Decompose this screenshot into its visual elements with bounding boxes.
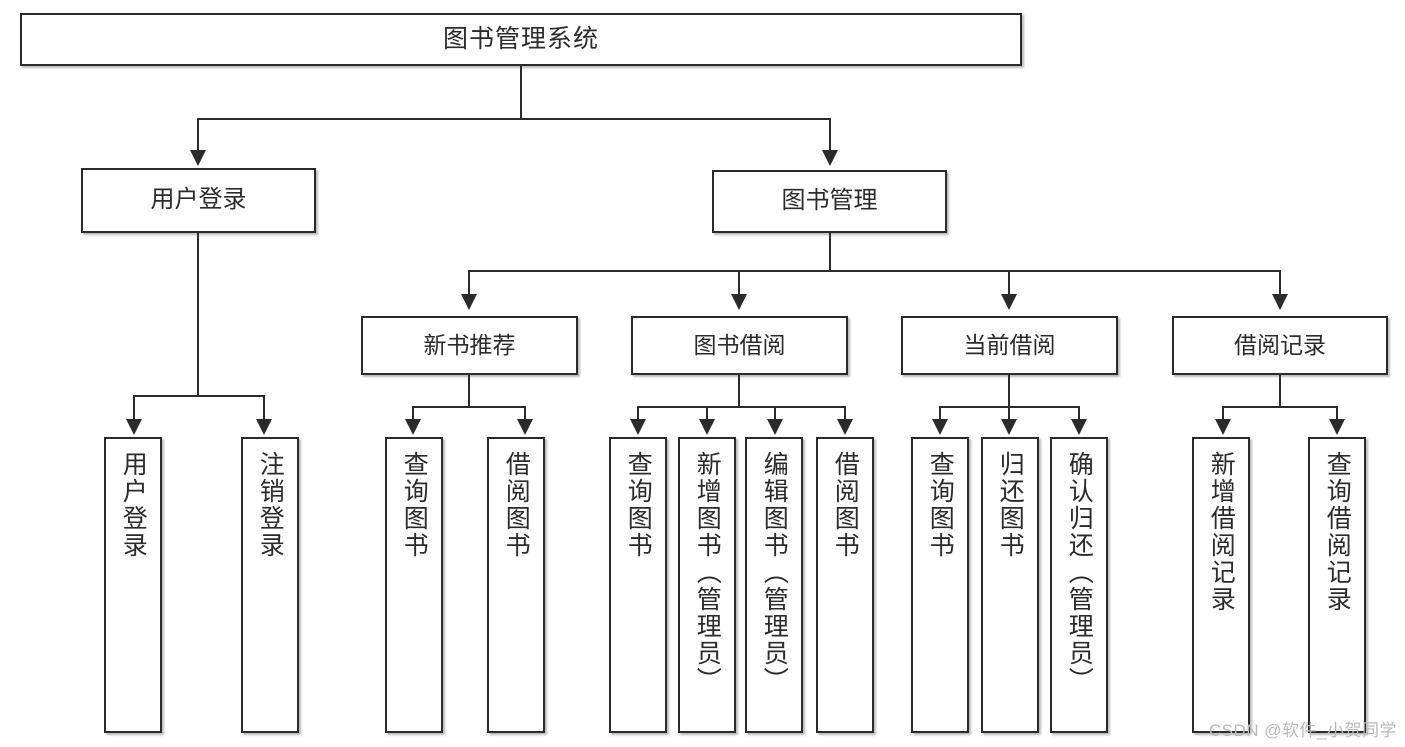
leaf-return-book[interactable]: 归还图书 [981, 437, 1039, 733]
leaf-confirm-return-admin[interactable]: 确认归还（管理员） [1050, 437, 1108, 733]
node-root-book-management-system[interactable]: 图书管理系统 [20, 13, 1022, 66]
leaf-logout[interactable]: 注销登录 [241, 437, 299, 733]
node-label: 归还图书 [996, 451, 1025, 559]
connector-book-borrow-drop-2 [706, 406, 708, 420]
connector-new-book-stem [468, 375, 470, 407]
node-label: 图书借阅 [693, 331, 786, 358]
connector-new-book-drop-1 [412, 406, 414, 420]
arrow-new-book-to-leaf-1 [405, 419, 421, 435]
connector-borrow-record-bus [1222, 406, 1338, 408]
node-label: 用户登录 [150, 186, 247, 214]
arrow-book-borrow-to-leaf-2 [699, 419, 715, 435]
node-book-management[interactable]: 图书管理 [712, 170, 947, 233]
leaf-query-book-from-book-borrow[interactable]: 查询图书 [609, 437, 667, 733]
node-label: 借阅图书 [831, 451, 860, 559]
connector-book-borrow-drop-3 [774, 406, 776, 420]
connector-book-borrow-stem [738, 375, 740, 407]
connector-bm-to-borrow-record [1279, 270, 1281, 295]
connector-current-borrow-drop-1 [939, 406, 941, 420]
connector-root-to-book-management [829, 118, 831, 151]
connector-borrow-record-drop-2 [1336, 406, 1338, 420]
connector-borrow-record-stem [1279, 375, 1281, 407]
arrow-root-to-book-management [822, 150, 838, 166]
node-label: 借阅图书 [502, 451, 531, 559]
leaf-query-borrow-record[interactable]: 查询借阅记录 [1308, 437, 1366, 733]
arrow-bm-to-borrow-record [1272, 294, 1288, 310]
node-label: 确认归还（管理员） [1065, 451, 1094, 694]
connector-bm-to-new-book [468, 270, 470, 295]
arrow-bm-to-book-borrow [731, 294, 747, 310]
node-label: 图书管理 [781, 187, 878, 215]
arrow-current-borrow-to-leaf-3 [1071, 419, 1087, 435]
connector-user-login-to-leaf-2 [263, 395, 265, 420]
leaf-edit-book-admin[interactable]: 编辑图书（管理员） [745, 437, 803, 733]
node-borrow-record[interactable]: 借阅记录 [1172, 316, 1388, 375]
leaf-query-book-from-current-borrow[interactable]: 查询图书 [911, 437, 969, 733]
connector-user-login-stem [197, 233, 199, 396]
connector-bm-to-book-borrow [738, 270, 740, 295]
connector-book-borrow-bus [637, 406, 846, 408]
connector-new-book-drop-2 [524, 406, 526, 420]
leaf-user-login[interactable]: 用户登录 [104, 437, 162, 733]
connector-current-borrow-drop-2 [1008, 406, 1010, 420]
connector-new-book-bus [412, 406, 526, 408]
leaf-add-book-admin[interactable]: 新增图书（管理员） [678, 437, 736, 733]
node-label: 借阅记录 [1234, 331, 1326, 358]
node-label: 查询图书 [400, 451, 429, 559]
leaf-borrow-book-from-new-book[interactable]: 借阅图书 [487, 437, 545, 733]
arrow-new-book-to-leaf-2 [517, 419, 533, 435]
connector-bm-to-current-borrow [1008, 270, 1010, 295]
connector-borrow-record-drop-1 [1222, 406, 1224, 420]
arrow-book-borrow-to-leaf-4 [837, 419, 853, 435]
node-label: 新增图书（管理员） [693, 451, 722, 694]
connector-root-to-user-login [197, 118, 199, 151]
arrow-root-to-user-login [190, 150, 206, 166]
leaf-add-borrow-record[interactable]: 新增借阅记录 [1192, 437, 1250, 733]
arrow-bm-to-current-borrow [1001, 294, 1017, 310]
connector-current-borrow-stem [1008, 375, 1010, 407]
connector-book-borrow-drop-4 [844, 406, 846, 420]
node-label: 新增借阅记录 [1207, 451, 1236, 613]
node-label: 查询图书 [926, 451, 955, 559]
node-current-borrow[interactable]: 当前借阅 [901, 316, 1118, 375]
arrow-borrow-record-to-leaf-1 [1215, 419, 1231, 435]
arrow-current-borrow-to-leaf-1 [932, 419, 948, 435]
connector-user-login-bus [133, 395, 264, 397]
node-new-book-recommend[interactable]: 新书推荐 [361, 316, 578, 375]
node-label: 查询图书 [624, 451, 653, 559]
node-label: 查询借阅记录 [1323, 451, 1352, 613]
node-user-login[interactable]: 用户登录 [81, 168, 316, 233]
node-label: 用户登录 [119, 451, 148, 559]
node-label: 编辑图书（管理员） [760, 451, 789, 694]
connector-user-login-to-leaf-1 [133, 395, 135, 420]
connector-book-management-bus [468, 270, 1280, 272]
arrow-user-login-to-leaf-2 [256, 419, 272, 435]
arrow-book-borrow-to-leaf-3 [767, 419, 783, 435]
arrow-book-borrow-to-leaf-1 [630, 419, 646, 435]
watermark-csdn: CSDN @软件_小贺同学 [1208, 721, 1397, 740]
node-label: 图书管理系统 [442, 24, 599, 53]
arrow-user-login-to-leaf-1 [126, 419, 142, 435]
leaf-query-book-from-new-book[interactable]: 查询图书 [385, 437, 443, 733]
leaf-borrow-book-from-book-borrow[interactable]: 借阅图书 [816, 437, 874, 733]
connector-root-stem [520, 66, 522, 119]
node-label: 新书推荐 [423, 331, 516, 358]
node-label: 注销登录 [256, 451, 285, 559]
arrow-bm-to-new-book [461, 294, 477, 310]
arrow-borrow-record-to-leaf-2 [1329, 419, 1345, 435]
node-book-borrow[interactable]: 图书借阅 [631, 316, 848, 375]
connector-root-bus [197, 118, 830, 120]
connector-current-borrow-drop-3 [1078, 406, 1080, 420]
connector-book-management-stem [829, 233, 831, 271]
connector-book-borrow-drop-1 [637, 406, 639, 420]
arrow-current-borrow-to-leaf-2 [1001, 419, 1017, 435]
node-label: 当前借阅 [963, 331, 1056, 358]
